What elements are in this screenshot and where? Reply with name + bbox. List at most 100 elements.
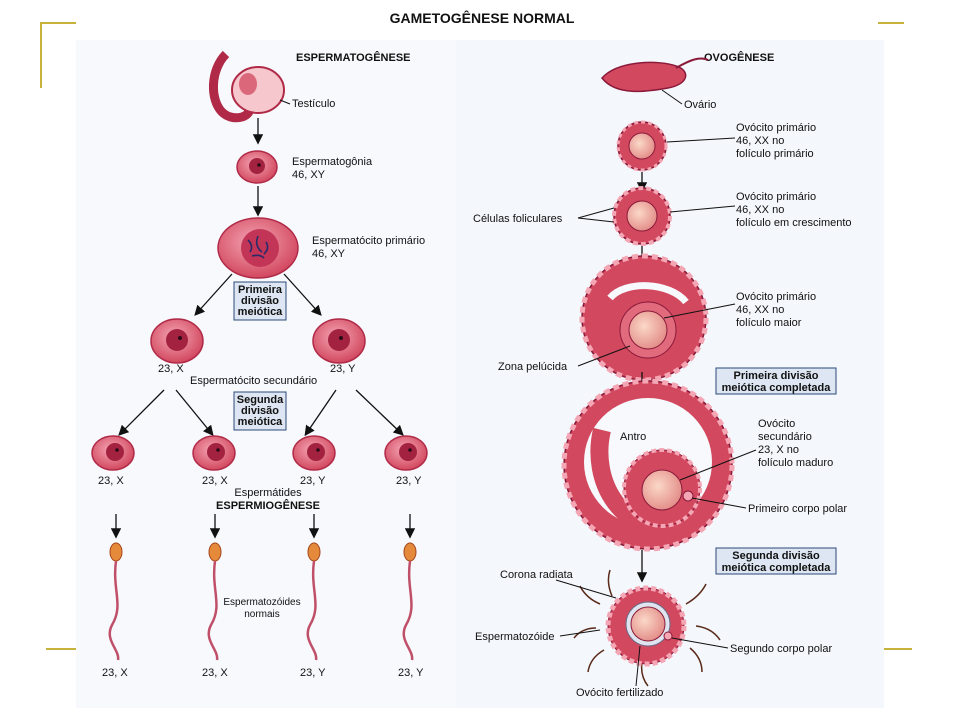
celulas-label: Células foliculares <box>473 213 563 225</box>
espermatozoide-leader <box>559 629 601 637</box>
first-division-line1: Primeira <box>238 284 283 296</box>
primario-label: Espermatócito primário <box>312 235 425 247</box>
frame-bottom-right-h <box>878 648 912 650</box>
spermatogonium-cell <box>236 150 278 184</box>
first-division-line3: meiótica <box>238 306 284 318</box>
corona-leader <box>555 579 617 599</box>
secondary-spermatocyte-right <box>312 318 366 364</box>
ovo-second-division-line2: meiótica completada <box>722 562 832 574</box>
sperm-3-karyotype: 23, Y <box>300 667 326 679</box>
testiculo-label: Testículo <box>292 98 335 110</box>
espermatogonia-karyotype: 46, XY <box>292 169 326 181</box>
sperm-cell-2 <box>207 542 222 661</box>
testis-leader <box>279 99 291 105</box>
spermatid-1 <box>91 435 135 471</box>
primario2-line1: Ovócito primário <box>736 191 816 203</box>
espermatozoides-line2: normais <box>244 609 280 620</box>
frame-top-left-v <box>40 22 42 88</box>
arrow-primary-left <box>194 273 233 316</box>
secundario-line3: 23, X no <box>758 444 799 456</box>
corpo2-leader <box>671 637 729 649</box>
primario3-line3: folículo maior <box>736 317 802 329</box>
mature-follicle <box>561 378 735 552</box>
celulas-leader-2 <box>577 217 615 223</box>
primario3-line2: 46, XX no <box>736 304 784 316</box>
secundario-label: Espermatócito secundário <box>190 375 317 387</box>
first-division-box <box>233 281 287 321</box>
spermatid-4-karyotype: 23, Y <box>396 475 422 487</box>
arrow-sec-right-a <box>304 389 337 437</box>
ovary-icon <box>601 57 709 93</box>
primario2-line3: folículo em crescimento <box>736 217 852 229</box>
sperm-cell-3 <box>306 542 321 661</box>
espermiogenese-label: ESPERMIOGÊNESE <box>216 499 320 512</box>
frame-top-right-h <box>878 22 904 24</box>
spermatid-3 <box>292 435 336 471</box>
larger-follicle <box>579 253 709 383</box>
secondary-spermatocyte-left <box>150 318 204 364</box>
diagram-title: GAMETOGÊNESE NORMAL <box>390 9 575 26</box>
arrow-sec-left-b <box>175 389 214 437</box>
corpo1-label: Primeiro corpo polar <box>748 503 847 515</box>
diagram-panel-left <box>76 40 456 708</box>
primario1-line3: folículo primário <box>736 148 814 160</box>
zona-label: Zona pelúcida <box>498 361 568 373</box>
secundario-leader <box>679 449 757 481</box>
growing-follicle-leader <box>669 205 736 213</box>
ovo-first-division-line2: meiótica completada <box>722 382 832 394</box>
frame-top-left-h <box>40 22 76 24</box>
arrow-sec-right-b <box>355 389 404 436</box>
secundario-line1: Ovócito <box>758 418 795 430</box>
larger-follicle-leader <box>663 303 736 319</box>
primary-follicle <box>616 120 668 172</box>
ovo-first-division-line1: Primeira divisão <box>734 370 819 382</box>
primario2-line2: 46, XX no <box>736 204 784 216</box>
primario1-line1: Ovócito primário <box>736 122 816 134</box>
testis-icon <box>208 50 285 123</box>
arrow-sec-left-a <box>118 389 165 436</box>
primary-follicle-leader <box>666 137 736 143</box>
espermatogonia-label: Espermatogônia <box>292 156 373 168</box>
fertilizado-label: Ovócito fertilizado <box>576 687 663 699</box>
primario1-line2: 46, XX no <box>736 135 784 147</box>
sec-right-karyotype: 23, Y <box>330 363 356 375</box>
spermatid-4 <box>384 435 428 471</box>
sperm-cell-1 <box>108 542 123 661</box>
fertilizado-leader <box>635 645 641 687</box>
second-division-line2: divisão <box>241 405 279 417</box>
spermatid-1-karyotype: 23, X <box>98 475 124 487</box>
secundario-line2: secundário <box>758 431 812 443</box>
sperm-1-karyotype: 23, X <box>102 667 128 679</box>
ovary-leader <box>661 89 683 105</box>
primary-spermatocyte-cell <box>217 217 299 279</box>
espermatozoide-label: Espermatozóide <box>475 631 555 643</box>
sec-left-karyotype: 23, X <box>158 363 184 375</box>
zona-leader <box>577 345 631 367</box>
ovo-heading: OVOGÊNESE <box>704 51 774 64</box>
ovo-first-division-box <box>715 367 837 395</box>
sperm-4-karyotype: 23, Y <box>398 667 424 679</box>
fertilized-oocyte <box>573 569 721 687</box>
antro-label: Antro <box>620 431 646 443</box>
sperm-cell-4 <box>402 542 417 661</box>
espermatides-label: Espermátides <box>234 487 302 499</box>
ovario-label: Ovário <box>684 99 716 111</box>
second-division-line3: meiótica <box>238 416 284 428</box>
spermatid-2 <box>192 435 236 471</box>
second-division-line1: Segunda <box>237 394 284 406</box>
ovo-second-division-line1: Segunda divisão <box>732 550 820 562</box>
ovo-second-division-box <box>715 547 837 575</box>
spermatid-2-karyotype: 23, X <box>202 475 228 487</box>
sperm-2-karyotype: 23, X <box>202 667 228 679</box>
corpo2-label: Segundo corpo polar <box>730 643 832 655</box>
frame-bottom-left-h <box>46 648 76 650</box>
secundario-line4: folículo maduro <box>758 457 833 469</box>
spermatid-3-karyotype: 23, Y <box>300 475 326 487</box>
sperm-heading: ESPERMATOGÊNESE <box>296 51 411 64</box>
second-division-box <box>233 391 287 431</box>
primario3-line1: Ovócito primário <box>736 291 816 303</box>
celulas-leader-1 <box>577 207 615 219</box>
growing-follicle <box>612 186 672 246</box>
corpo1-leader <box>691 497 747 509</box>
